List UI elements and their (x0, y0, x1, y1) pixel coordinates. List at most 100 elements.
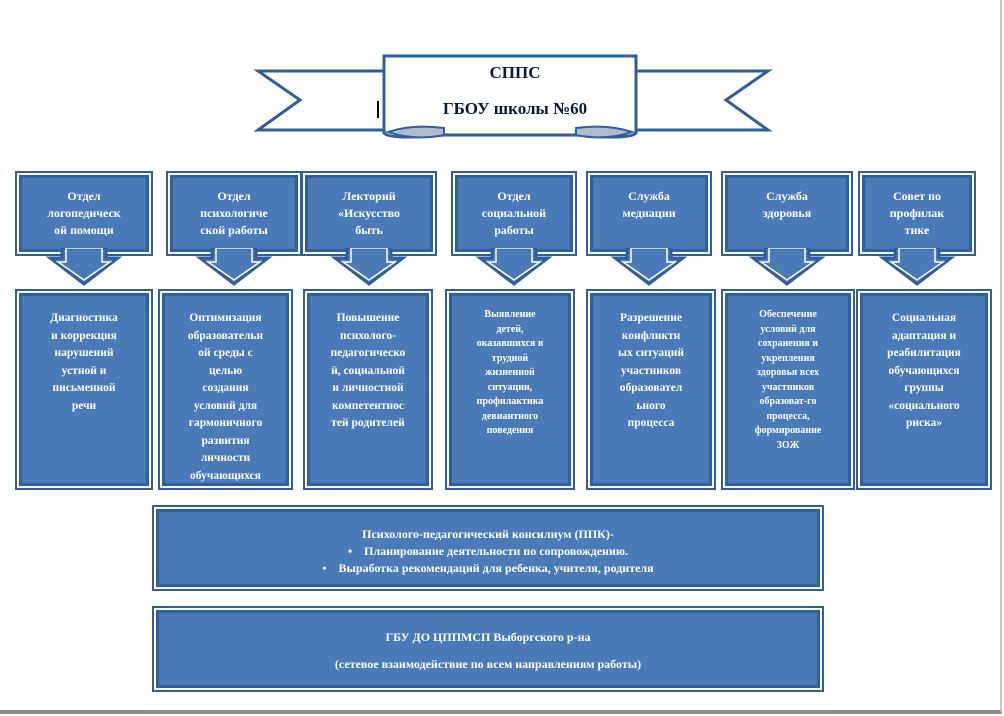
description-line: «социального (888, 399, 960, 412)
org-subtitle: ГБОУ школы №60 (442, 99, 588, 118)
description-line: участников (620, 364, 682, 377)
description-line: девиантного (481, 410, 539, 422)
department-header-line: быть (355, 223, 383, 237)
department-description: Обеспечение условий для сохранения и укрепл… (725, 293, 851, 486)
department-header-line: «Искусство (338, 206, 400, 220)
description-line: образоват-го (759, 396, 817, 407)
department-header-line: медиации (622, 206, 676, 220)
ppk-box: Психолого-педагогический консилиум (ППК)… (156, 509, 820, 587)
gbu-subtitle: (сетевое взаимодействие по всем направле… (334, 657, 642, 671)
description-line: ой среды с (198, 347, 253, 359)
description-line: трудной (491, 352, 529, 364)
text-cursor (377, 101, 379, 118)
title-ribbon (253, 54, 773, 139)
description-line: ьного (636, 399, 666, 412)
department-header-line: здоровья (762, 206, 812, 220)
description-line: условий для (760, 323, 816, 335)
description-line: Разрешение (619, 312, 683, 324)
description-line: педагогическо (330, 347, 406, 359)
description-line: укрепления (761, 352, 815, 364)
ppk-item: • Планирование деятельности по сопровожд… (347, 544, 629, 558)
department-header-line: Отдел (217, 189, 251, 203)
department-header-line: Совет по (893, 189, 941, 203)
description-line: устной и (61, 364, 107, 377)
department-header-line: Служба (766, 189, 808, 203)
description-line: Повышение (336, 312, 400, 324)
description-line: создания (202, 382, 249, 394)
department-header-line: тике (904, 223, 930, 237)
description-line: и личностной (332, 382, 404, 394)
department-header-line: Отдел (497, 189, 531, 203)
description-line: Выявление (484, 309, 536, 320)
ppk-item-text: Планирование деятельности по сопровожден… (364, 544, 629, 558)
description-line: сохранения и (757, 338, 819, 349)
description-line: целью (208, 364, 243, 377)
department-header-line: профилак (889, 206, 945, 220)
down-arrow-icon (878, 248, 956, 286)
description-line: Диагностика (50, 312, 118, 324)
description-line: адаптация и (891, 329, 957, 342)
description-line: Обеспечение (759, 309, 817, 320)
department-header: Отдел социальной работы (455, 175, 573, 252)
description-line: психолого- (340, 329, 396, 342)
description-line: ЗОЖ (776, 439, 800, 451)
description-line: компетентнос (331, 399, 405, 412)
description-line: ых ситуаций (617, 347, 685, 359)
description-line: обучающихся (190, 469, 261, 482)
description-line: формирование (754, 425, 822, 436)
department-header-line: ской работы (200, 223, 268, 237)
description-line: ситуации, (487, 381, 533, 393)
down-arrow-icon (195, 248, 273, 286)
department-header: Лекторий «Искусство быть (305, 175, 433, 252)
department-header-line: логопедическ (47, 206, 121, 220)
description-line: образовател (619, 382, 683, 394)
description-line: тей родителей (331, 417, 405, 429)
department-header-line: работы (494, 223, 534, 237)
down-arrow-icon (610, 248, 688, 286)
description-line: й, социальной (331, 364, 405, 377)
ppk-title: Психолого-педагогический консилиум (ППК)… (362, 527, 614, 541)
description-line: образовательн (187, 329, 264, 342)
gbu-title: ГБУ ДО ЦППМСП Выборгского р-на (385, 630, 591, 644)
department-header-line: психологиче (200, 206, 268, 220)
department-header-line: ой помощи (54, 223, 114, 237)
description-line: реабилитация (887, 347, 961, 359)
description-line: гармоничного (188, 417, 263, 429)
description-line: Оптимизация (189, 312, 262, 324)
description-line: процесса (627, 417, 675, 429)
department-header-line: Лекторий (342, 189, 396, 203)
description-line: Социальная (891, 312, 957, 324)
department-description: Выявление детей, оказавшихся в трудной жизне… (449, 293, 571, 486)
description-line: конфликтн (621, 329, 681, 342)
description-line: поведения (486, 425, 534, 436)
description-line: и коррекция (51, 329, 117, 342)
description-line: здоровья всех (756, 367, 820, 378)
department-description: Оптимизация образовательн ой среды с целью с… (162, 293, 289, 486)
description-line: группы (904, 382, 944, 394)
department-header: Отдел психологиче ской работы (170, 175, 298, 252)
description-line: детей, (496, 323, 524, 335)
department-header-line: социальной (481, 206, 547, 220)
down-arrow-icon (330, 248, 408, 286)
department-description: Диагностика и коррекция нарушений устной и п… (19, 293, 149, 486)
description-line: обучающихся (888, 364, 960, 377)
gbu-box: ГБУ ДО ЦППМСП Выборгского р-на (сетевое … (156, 610, 820, 688)
description-line: жизненной (485, 367, 535, 378)
org-title: СППС (489, 63, 541, 82)
description-line: условий для (193, 399, 258, 412)
ppk-item-text: Выработка рекомендаций для ребенка, учит… (338, 561, 654, 575)
description-line: нарушений (54, 347, 114, 359)
description-line: участников (761, 381, 815, 393)
description-line: оказавшихся в (476, 338, 544, 349)
description-line: развития (201, 434, 250, 447)
description-line: профилактика (476, 396, 544, 407)
description-line: письменной (52, 382, 116, 394)
department-header: Служба здоровья (725, 175, 849, 252)
description-line: речи (71, 399, 97, 412)
description-line: процесса, (766, 410, 810, 422)
down-arrow-icon (45, 248, 123, 286)
department-description: Повышение психолого-педагогическо й, социа… (307, 293, 429, 486)
department-header-line: Служба (628, 189, 670, 203)
